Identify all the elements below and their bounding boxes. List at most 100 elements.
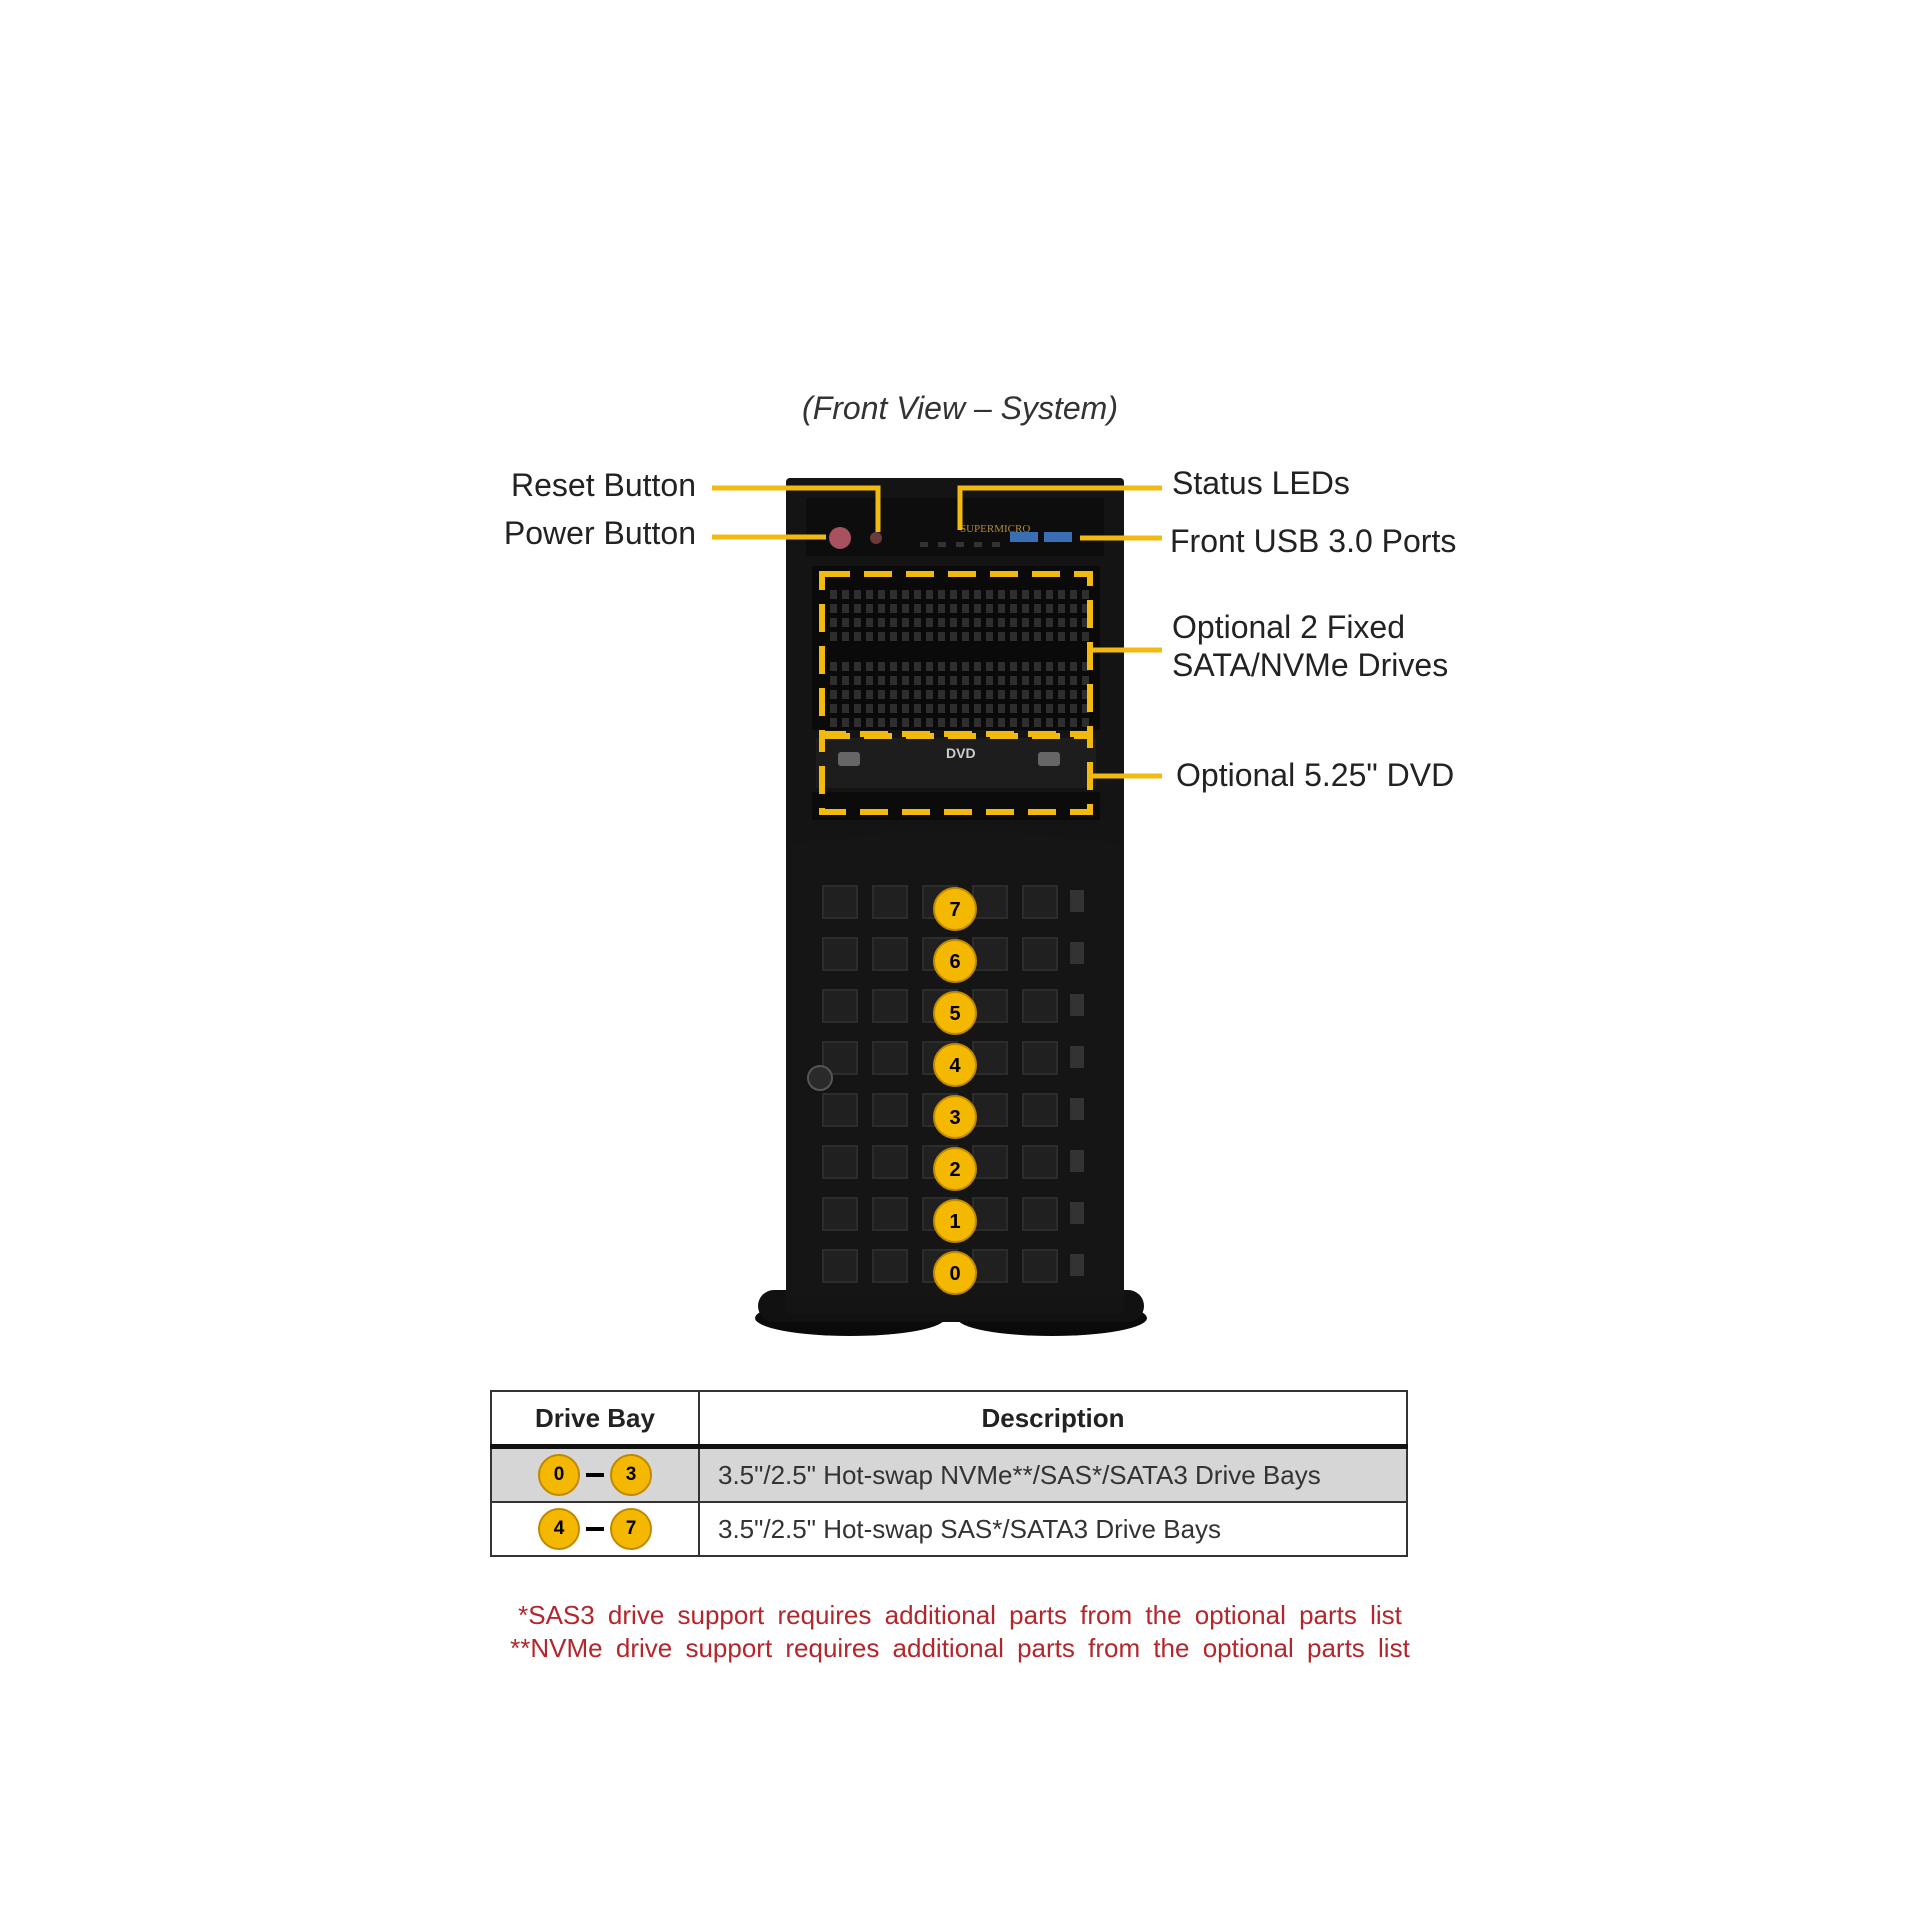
drive-led-indicator [1070,890,1084,912]
vent-slot [1010,632,1017,641]
drive-bay-badge-0: 0 [933,1251,977,1295]
bay-badge: 7 [610,1508,652,1550]
door-grid-cell [822,989,858,1023]
door-grid-cell [972,885,1008,919]
vent-slot [950,676,957,685]
status-led-callout-line [957,485,1162,530]
door-grid-cell [1022,1249,1058,1283]
vent-slot [1082,662,1089,671]
vent-slot [878,662,885,671]
drive-bay-badge-1: 1 [933,1199,977,1243]
vent-slot [1070,676,1077,685]
dvd-label: Optional 5.25" DVD [1176,757,1455,793]
vent-slot [914,704,921,713]
vent-slot [1082,618,1089,627]
usb-port-1 [1010,532,1038,542]
vent-slot [854,632,861,641]
vent-slot [1046,632,1053,641]
vent-slot [938,690,945,699]
vent-slot [1034,662,1041,671]
vent-slot [914,718,921,727]
vent-slot [1010,704,1017,713]
door-grid-cell [1022,885,1058,919]
vent-slot [962,618,969,627]
vent-slot [938,632,945,641]
vent-slot [938,604,945,613]
badge-number: 2 [949,1159,960,1181]
vent-slot [1022,604,1029,613]
vent-slot [1022,690,1029,699]
vent-slot [998,590,1005,599]
door-grid-cell [822,1249,858,1283]
vent-slot [986,618,993,627]
vent-slot [1010,662,1017,671]
door-grid-cell [872,885,908,919]
door-grid-cell [1022,937,1058,971]
vent-slot [1046,704,1053,713]
door-grid-cell [972,937,1008,971]
vent-slot [950,604,957,613]
vent-slot [1022,590,1029,599]
vent-slot [842,704,849,713]
drive-bay-badge-3: 3 [933,1095,977,1139]
vent-slot [938,676,945,685]
badge-number: 5 [949,1003,960,1025]
vent-slot [890,718,897,727]
dvd-button-right [1038,752,1060,766]
vent-slot [1082,676,1089,685]
dvd-button-left [838,752,860,766]
vent-slot [1022,718,1029,727]
fixed-drives-label-line2: SATA/NVMe Drives [1172,647,1449,683]
vent-slot [866,676,873,685]
dvd-lower-bezel [812,792,1100,820]
vent-slot [1010,618,1017,627]
vent-slot [1010,676,1017,685]
vent-slot [998,604,1005,613]
front-door-grid [822,885,1084,1283]
vent-slot [830,690,837,699]
reset-button-shape [870,532,882,544]
vent-slot [902,690,909,699]
badge-number: 0 [949,1263,960,1285]
vent-slot [1058,662,1065,671]
vent-slot [1058,704,1065,713]
vent-slot [854,704,861,713]
vent-slot [962,690,969,699]
vent-slot [926,718,933,727]
vent-slot [1082,590,1089,599]
drive-led-indicator [1070,942,1084,964]
fixed-drive-vents [830,590,1089,727]
range-dash [586,1527,604,1531]
drive-bay-badge-4: 4 [933,1043,977,1087]
door-grid-cell [972,989,1008,1023]
vent-slot [926,662,933,671]
vent-slot [878,590,885,599]
vent-slot [1082,704,1089,713]
vent-slot [878,676,885,685]
badge-circle [933,1199,977,1243]
vent-slot [1058,590,1065,599]
vent-slot [890,590,897,599]
bay-description: 3.5"/2.5" Hot-swap NVMe**/SAS*/SATA3 Dri… [698,1445,1408,1503]
vent-slot [914,690,921,699]
vent-slot [1046,618,1053,627]
door-grid-cell [1022,1197,1058,1231]
badge-circle [933,991,977,1035]
vent-slot [1022,676,1029,685]
header-drive-bay: Drive Bay [490,1390,700,1449]
vent-slot [830,604,837,613]
vent-slot [1058,604,1065,613]
vent-slot [950,662,957,671]
vent-slot [1058,632,1065,641]
vent-slot [1082,690,1089,699]
door-grid-cell [1022,1041,1058,1075]
vent-slot [1058,676,1065,685]
vent-slot [914,632,921,641]
door-grid-cell [872,937,908,971]
bay-description: 3.5"/2.5" Hot-swap SAS*/SATA3 Drive Bays [698,1501,1408,1557]
vent-slot [1010,690,1017,699]
vent-slot [890,690,897,699]
